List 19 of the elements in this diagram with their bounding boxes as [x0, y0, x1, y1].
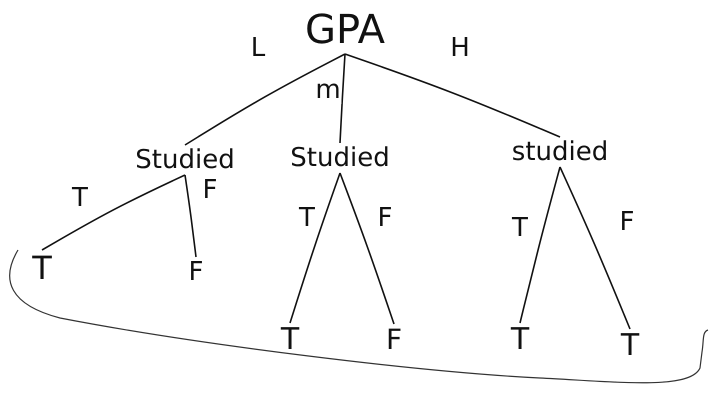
branch-line: [339, 172, 395, 324]
branch-line: [519, 166, 561, 324]
branch-line: [42, 174, 186, 251]
leaf-label: T: [510, 325, 530, 355]
leaf-label: T: [280, 325, 300, 355]
attribute-label: studied: [512, 139, 608, 165]
branch-line: [289, 172, 341, 324]
attribute-label: Studied: [135, 147, 235, 173]
leaf-label: F: [386, 326, 402, 354]
branch-line: [559, 166, 631, 330]
root-label: GPA: [305, 10, 385, 50]
branch-line: [339, 54, 346, 144]
branch-line: [184, 53, 346, 146]
leaf-label: T: [620, 331, 640, 361]
leaf-label: F: [188, 259, 204, 285]
branch-line: [344, 53, 560, 138]
leaf-label: T: [32, 252, 52, 284]
attribute-label: Studied: [290, 145, 390, 171]
branch-line: [184, 174, 197, 258]
